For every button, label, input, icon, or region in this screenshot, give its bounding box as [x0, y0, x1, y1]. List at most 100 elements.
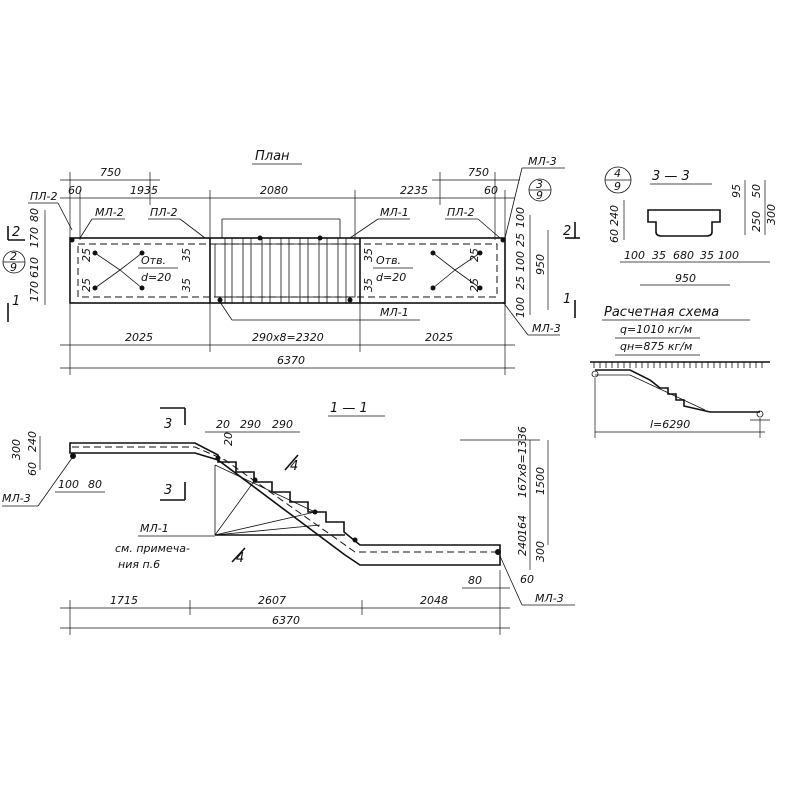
- svg-text:2: 2: [12, 225, 20, 240]
- label-ml3-bot: МЛ-3: [532, 322, 561, 335]
- loop-marker: [352, 537, 358, 543]
- dim-1-1-right: 164: [516, 515, 529, 536]
- hole-label-right: Отв.: [376, 254, 401, 267]
- dim-1-1-right: 167x8=1336: [516, 426, 529, 498]
- dim-right: 100: [514, 251, 527, 272]
- plan-view: План 750 750 60 1935 2080 2235 60: [2, 149, 580, 375]
- dim-right-950: 950: [534, 254, 547, 275]
- label-ml3-left: МЛ-3: [2, 492, 31, 505]
- dim-1715: 1715: [110, 594, 138, 607]
- label-pl2-right: ПЛ-2: [447, 206, 475, 219]
- dim-1-1-small: 80: [88, 478, 102, 491]
- dim-3-3: 680: [673, 249, 694, 262]
- detail-circle-right: 3 9: [528, 178, 552, 202]
- loop-marker: [252, 477, 258, 483]
- dim-1935: 1935: [130, 184, 158, 197]
- note-line-1: см. примеча-: [115, 542, 190, 555]
- dim-2025-right: 2025: [425, 331, 453, 344]
- inner-dim: 35: [180, 278, 193, 292]
- inner-dim: 35: [362, 278, 375, 292]
- detail-circle-4-9: 4 9: [604, 166, 632, 194]
- section-mark-3-bottom: 3: [160, 482, 186, 501]
- dim-1-1-right: 240: [516, 535, 529, 556]
- dim-2607: 2607: [258, 594, 286, 607]
- dim-left: 170: [28, 227, 41, 248]
- label-pl2-left: ПЛ-2: [30, 190, 58, 203]
- section-mark-2-right: 2: [563, 222, 580, 239]
- leader: [79, 218, 93, 239]
- leader: [499, 555, 523, 606]
- scheme-axis: [595, 374, 706, 411]
- label-ml3-top: МЛ-3: [528, 155, 557, 168]
- dim-2025-left: 2025: [125, 331, 153, 344]
- svg-text:9: 9: [10, 261, 17, 274]
- inner-dim: 25: [80, 278, 93, 292]
- dim-3-3-total: 950: [675, 272, 696, 285]
- dim-2080: 2080: [260, 184, 288, 197]
- svg-text:1: 1: [563, 292, 571, 307]
- svg-text:9: 9: [614, 180, 621, 193]
- leader: [219, 301, 233, 321]
- stair-profile: [69, 442, 501, 566]
- inner-dim: 25: [468, 278, 481, 292]
- load-hatch: [593, 362, 763, 368]
- dim-1-1-right-80: 80: [468, 574, 482, 587]
- support-left: [591, 370, 599, 378]
- dim-right: 100: [514, 207, 527, 228]
- dim-6370-plan: 6370: [277, 354, 305, 367]
- dim-left: 170: [28, 281, 41, 302]
- scheme-q: q=1010 кг/м: [620, 323, 692, 336]
- dim-1-1-left: 300: [10, 439, 23, 460]
- plan-outline: [69, 237, 506, 304]
- label-ml3-right: МЛ-3: [535, 592, 564, 605]
- hole-dia-right: d=20: [376, 271, 406, 284]
- dim-1-1-top: 20: [216, 418, 230, 431]
- loop-marker: [317, 235, 323, 241]
- svg-text:4: 4: [614, 167, 621, 180]
- section-3-3: 4 9 3 — 3 240 60 95 50 250 300 100 35 68…: [604, 166, 778, 286]
- loop-marker: [347, 297, 353, 303]
- section-mark-4-left: 4: [231, 547, 246, 566]
- scheme-title: Расчетная схема: [604, 305, 719, 320]
- inner-dim: 25: [80, 248, 93, 262]
- plan-steps: [214, 218, 356, 303]
- design-scheme: Расчетная схема q=1010 кг/м qн=875 кг/м: [590, 305, 770, 438]
- leader: [504, 167, 523, 239]
- section-mark-3-top: 3: [160, 407, 186, 432]
- note-line-2: ния п.6: [118, 558, 160, 571]
- loop-marker: [70, 453, 76, 459]
- leader: [179, 218, 206, 239]
- section-3-3-profile: [647, 209, 721, 237]
- loop-marker: [69, 237, 75, 243]
- dim-60-left: 60: [68, 184, 82, 197]
- dim-left: 80: [28, 208, 41, 222]
- leader: [349, 218, 379, 239]
- dim-steps: 290x8=2320: [252, 331, 324, 344]
- dim-right: 100: [514, 297, 527, 318]
- leader: [477, 218, 501, 239]
- stair-dashed: [72, 446, 498, 553]
- dim-right: 25: [514, 233, 527, 247]
- leader: [37, 457, 73, 507]
- svg-text:2: 2: [10, 250, 17, 263]
- section-1-1: 1 — 1 3 3 4 4: [2, 401, 575, 635]
- reinforcement-lines: [214, 464, 321, 536]
- scheme-qn: qн=875 кг/м: [620, 340, 692, 353]
- leader: [57, 202, 73, 231]
- section-mark-1-left: 1: [7, 294, 20, 322]
- section-mark-4-right: 4: [284, 454, 299, 474]
- dim-1-1-top: 290: [240, 418, 261, 431]
- dim-3-3: 35: [700, 249, 714, 262]
- hole-leaders: [94, 252, 481, 289]
- dim-1-1-left: 240: [26, 431, 39, 452]
- dim-2235: 2235: [400, 184, 428, 197]
- dim-3-3: 50: [750, 184, 763, 198]
- svg-text:3: 3: [164, 417, 172, 432]
- dim-750-right: 750: [468, 166, 489, 179]
- hole-label-left: Отв.: [141, 254, 166, 267]
- loop-marker: [217, 297, 223, 303]
- section-1-1-title: 1 — 1: [330, 401, 368, 416]
- svg-text:9: 9: [536, 189, 543, 202]
- dim-1-1-left: 60: [26, 462, 39, 476]
